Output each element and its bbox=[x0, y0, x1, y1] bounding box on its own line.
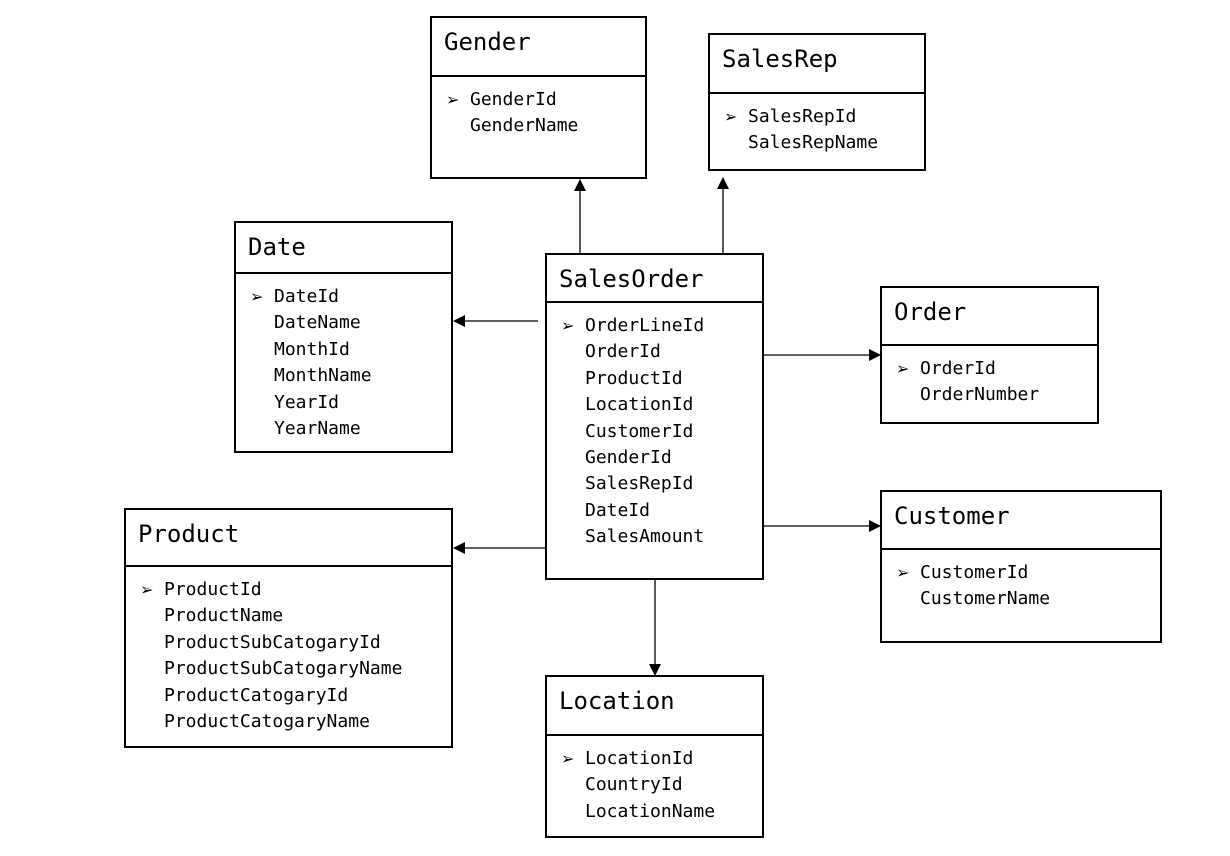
field-item: OrderId bbox=[561, 339, 762, 365]
field-item: CustomerName bbox=[896, 586, 1160, 612]
field-item: SalesAmount bbox=[561, 524, 762, 550]
arrowhead-key-icon: ➢ bbox=[446, 90, 460, 109]
field-name: ProductCatogaryId bbox=[164, 684, 349, 706]
field-name: CustomerId bbox=[920, 562, 1029, 583]
field-name: CountryId bbox=[585, 774, 683, 796]
field-item: OrderNumber bbox=[896, 382, 1097, 408]
field-name: LocationName bbox=[585, 800, 716, 822]
field-item: DateName bbox=[250, 310, 451, 336]
primary-key-field: ➢ OrderId bbox=[896, 356, 1097, 382]
primary-key-field: ➢ LocationId bbox=[561, 746, 762, 772]
field-name: GenderId bbox=[585, 446, 672, 468]
field-name: ProductName bbox=[164, 605, 284, 627]
entity-title: Product bbox=[126, 510, 451, 567]
entity-title: Date bbox=[236, 223, 451, 274]
field-name: GenderId bbox=[470, 89, 557, 110]
field-name: CustomerName bbox=[920, 588, 1051, 610]
arrowhead-key-icon: ➢ bbox=[561, 749, 575, 768]
field-item: ProductCatogaryId bbox=[140, 683, 451, 709]
field-item: ProductSubCatogaryId bbox=[140, 630, 451, 656]
arrowhead-key-icon: ➢ bbox=[250, 287, 264, 306]
field-name: OrderId bbox=[920, 358, 996, 379]
field-name: MonthName bbox=[274, 365, 372, 387]
field-name: YearName bbox=[274, 417, 361, 439]
field-name: MonthId bbox=[274, 338, 350, 360]
entity-title: Gender bbox=[432, 18, 645, 77]
field-name: SalesAmount bbox=[585, 526, 705, 548]
field-item: ProductSubCatogaryName bbox=[140, 656, 451, 682]
field-item: ProductName bbox=[140, 603, 451, 629]
field-item: YearId bbox=[250, 390, 451, 416]
field-name: SalesRepId bbox=[748, 106, 857, 127]
field-name: LocationId bbox=[585, 748, 694, 769]
field-name: ProductSubCatogaryId bbox=[164, 631, 381, 653]
primary-key-field: ➢ DateId bbox=[250, 284, 451, 310]
field-name: ProductCatogaryName bbox=[164, 710, 370, 732]
field-item: GenderId bbox=[561, 445, 762, 471]
field-item: LocationId bbox=[561, 392, 762, 418]
primary-key-field: ➢ OrderLineId bbox=[561, 313, 762, 339]
entity-title: Location bbox=[547, 677, 762, 736]
primary-key-field: ➢ CustomerId bbox=[896, 560, 1160, 586]
field-name: DateId bbox=[585, 499, 651, 521]
primary-key-field: ➢ GenderId bbox=[446, 87, 645, 113]
field-item: ProductCatogaryName bbox=[140, 709, 451, 735]
field-name: GenderName bbox=[470, 115, 579, 137]
field-name: DateName bbox=[274, 312, 361, 334]
field-item: YearName bbox=[250, 416, 451, 442]
field-name: OrderLineId bbox=[585, 315, 705, 336]
field-item: CountryId bbox=[561, 772, 762, 798]
field-name: SalesRepName bbox=[748, 132, 879, 154]
field-name: CustomerId bbox=[585, 420, 694, 442]
field-item: DateId bbox=[561, 498, 762, 524]
field-name: OrderId bbox=[585, 341, 661, 363]
field-name: DateId bbox=[274, 286, 340, 307]
field-item: MonthId bbox=[250, 337, 451, 363]
field-item: CustomerId bbox=[561, 419, 762, 445]
field-name: ProductId bbox=[585, 367, 683, 389]
field-item: GenderName bbox=[446, 113, 645, 139]
field-name: ProductId bbox=[164, 579, 262, 600]
field-item: ProductId bbox=[561, 366, 762, 392]
field-name: ProductSubCatogaryName bbox=[164, 658, 403, 680]
arrowhead-key-icon: ➢ bbox=[561, 316, 575, 335]
field-item: MonthName bbox=[250, 363, 451, 389]
field-item: LocationName bbox=[561, 799, 762, 825]
field-name: LocationId bbox=[585, 394, 694, 416]
arrowhead-key-icon: ➢ bbox=[724, 107, 738, 126]
arrowhead-key-icon: ➢ bbox=[896, 359, 910, 378]
primary-key-field: ➢ SalesRepId bbox=[724, 104, 924, 130]
entity-title: Customer bbox=[882, 492, 1160, 550]
field-name: OrderNumber bbox=[920, 384, 1040, 406]
field-item: SalesRepId bbox=[561, 471, 762, 497]
entity-title: Order bbox=[882, 288, 1097, 346]
arrowhead-key-icon: ➢ bbox=[896, 563, 910, 582]
arrowhead-key-icon: ➢ bbox=[140, 580, 154, 599]
field-item: SalesRepName bbox=[724, 130, 924, 156]
entity-title: SalesOrder bbox=[547, 255, 762, 303]
field-name: YearId bbox=[274, 391, 340, 413]
primary-key-field: ➢ ProductId bbox=[140, 577, 451, 603]
entity-title: SalesRep bbox=[710, 35, 924, 94]
field-name: SalesRepId bbox=[585, 473, 694, 495]
